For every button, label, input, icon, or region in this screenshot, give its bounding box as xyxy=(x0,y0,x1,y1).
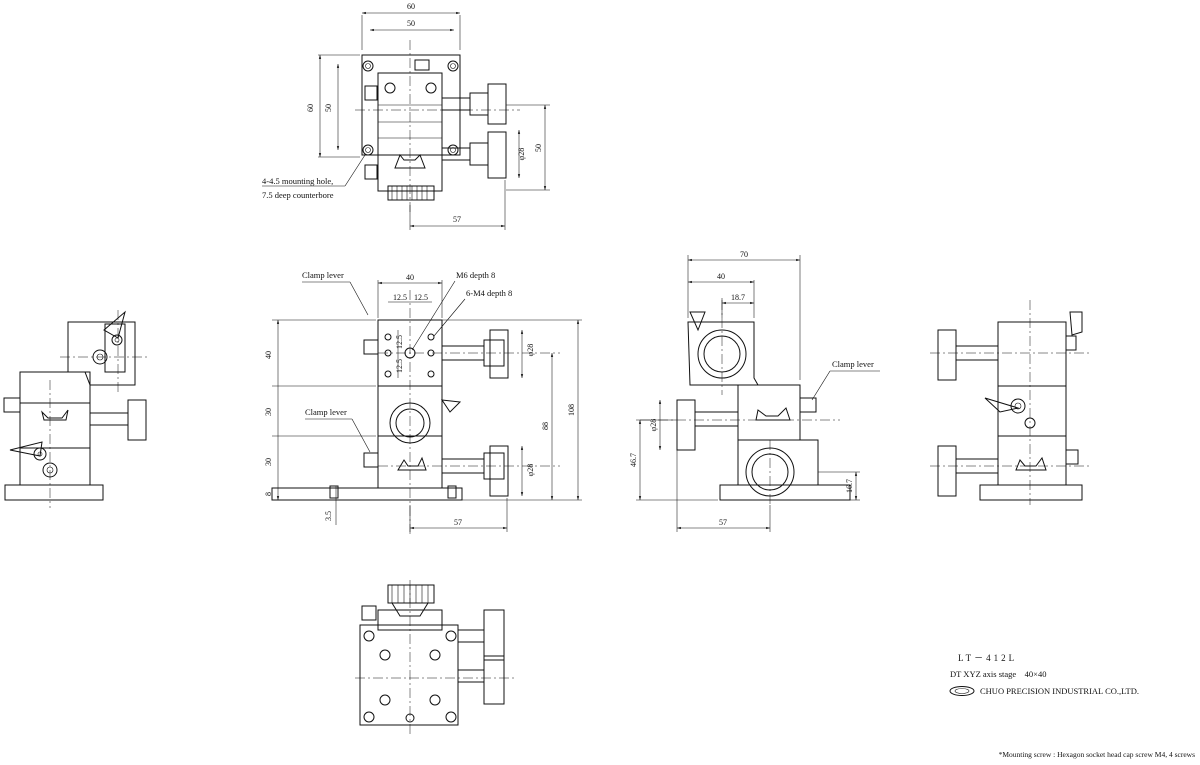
micrometer-knob-icon xyxy=(387,185,435,201)
dim-front-offset: 57 xyxy=(454,518,462,527)
dim-side-total: 70 xyxy=(740,250,748,259)
dim-front-knob-dia-low: φ28 xyxy=(526,464,535,477)
micrometer-knob-icon xyxy=(387,584,435,604)
mounting-hole-note-line1: 4-4.5 mounting hole, xyxy=(262,176,333,186)
left-side-view xyxy=(3,310,150,508)
mounting-hole-note-line2: 7.5 deep counterbore xyxy=(262,190,334,200)
dim-front-vpitch-b: 12.5 xyxy=(395,359,404,373)
title-block: LT－412L DT XYZ axis stage 40×40 CHUO PRE… xyxy=(949,653,1195,759)
dim-top-knob-span: 50 xyxy=(534,144,543,152)
dim-top-width-inner: 50 xyxy=(407,19,415,28)
clamp-lever-label-mid: Clamp lever xyxy=(305,407,347,417)
dim-top-height-outer: 60 xyxy=(306,104,315,112)
dim-front-base: 8 xyxy=(264,492,273,496)
back-view xyxy=(930,300,1090,505)
dim-side-width: 40 xyxy=(717,272,725,281)
micrometer-knob-icon xyxy=(441,329,509,497)
micrometer-knob-icon xyxy=(89,399,147,441)
dim-front-total: 108 xyxy=(567,404,576,416)
dim-front-stage-top: 40 xyxy=(264,351,273,359)
model-number: LT－412L xyxy=(958,653,1017,663)
micrometer-knob-icon xyxy=(676,399,739,451)
micrometer-knob-icon xyxy=(457,609,505,705)
dim-side-knob-dia: φ28 xyxy=(649,419,658,432)
dim-side-offset-bottom: 57 xyxy=(719,518,727,527)
dim-front-pitch-a: 12.5 xyxy=(393,293,407,302)
tapped-m4-label: 6-M4 depth 8 xyxy=(466,288,512,298)
dim-front-pitch-b: 12.5 xyxy=(414,293,428,302)
company-logo-icon xyxy=(949,686,975,696)
dim-front-stage-low: 30 xyxy=(264,458,273,466)
mounting-hole-icon xyxy=(362,60,459,156)
dim-top-height-inner: 50 xyxy=(324,104,333,112)
bottom-view xyxy=(355,580,515,735)
dim-front-vpitch-a: 12.5 xyxy=(395,335,404,349)
clamp-lever-label-top: Clamp lever xyxy=(302,270,344,280)
tapped-m6-label: M6 depth 8 xyxy=(456,270,495,280)
dim-side-height-b: 16.7 xyxy=(845,479,854,493)
dim-front-width: 40 xyxy=(406,273,414,282)
dim-front-foot: 3.5 xyxy=(324,511,333,521)
micrometer-knob-icon xyxy=(937,329,999,497)
front-view: 40 12.5 12.5 12.5 12.5 40 30 30 8 3.5 10… xyxy=(264,270,582,535)
micrometer-knob-icon xyxy=(441,83,507,179)
dim-top-width-outer: 60 xyxy=(407,2,415,11)
model-description: DT XYZ axis stage 40×40 xyxy=(950,669,1046,679)
dim-side-height-a: 46.7 xyxy=(629,453,638,467)
right-side-view: 70 40 18.7 Clamp lever φ28 46.7 16.7 57 xyxy=(629,250,880,532)
dim-front-stage-mid: 30 xyxy=(264,408,273,416)
company-name: CHUO PRECISION INDUSTRIAL CO.,LTD. xyxy=(980,686,1139,696)
mounting-screw-footnote: *Mounting screw : Hexagon socket head ca… xyxy=(999,750,1195,759)
dim-top-offset: 57 xyxy=(453,215,461,224)
top-view: 60 50 60 50 50 φ28 57 4-4.5 mounting hol… xyxy=(262,2,550,230)
mounting-hole-icon xyxy=(363,630,457,723)
dim-front-travel: 88 xyxy=(541,422,550,430)
side-clamp-lever-label: Clamp lever xyxy=(832,359,874,369)
dim-front-knob-dia-top: φ28 xyxy=(526,344,535,357)
dim-top-knob-dia: φ28 xyxy=(517,148,526,161)
tapped-hole-icon xyxy=(384,333,435,378)
dim-side-offset: 18.7 xyxy=(731,293,745,302)
